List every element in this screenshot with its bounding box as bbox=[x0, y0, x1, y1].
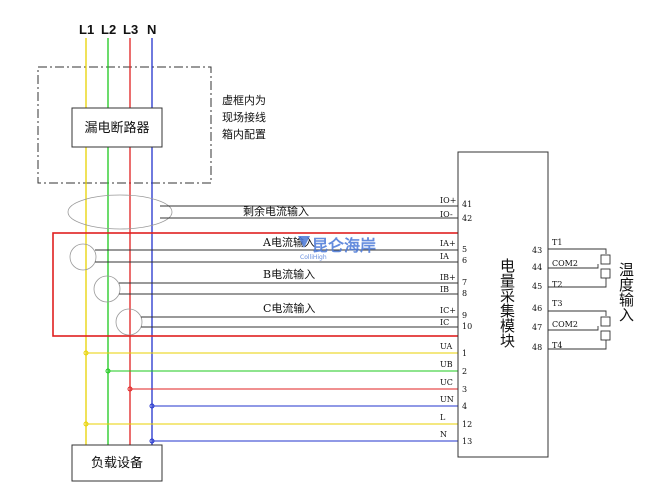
terminal-pin: 13 bbox=[462, 437, 472, 446]
terminal-name: UA bbox=[440, 342, 452, 351]
terminal-pin: 47 bbox=[532, 323, 542, 332]
watermark-logo-icon bbox=[298, 236, 310, 248]
junction-ua bbox=[83, 350, 89, 356]
terminal-name: UB bbox=[440, 360, 453, 369]
phase-label-l3: L3 bbox=[123, 22, 138, 37]
watermark-subtext: ColliHigh bbox=[300, 254, 327, 261]
terminal-pin: 3 bbox=[462, 385, 467, 394]
ct-a-circle bbox=[69, 243, 97, 271]
ct-b-circle bbox=[93, 275, 121, 303]
temperature-wiring bbox=[548, 248, 611, 350]
junction-power-n bbox=[149, 438, 155, 444]
terminal-pin: 44 bbox=[532, 263, 542, 272]
terminal-name: IA bbox=[440, 252, 449, 261]
wire-t3 bbox=[548, 310, 607, 316]
ct-c-circle bbox=[115, 308, 143, 336]
terminal-name: UC bbox=[440, 378, 453, 387]
current-input-b-label: B电流输入 bbox=[263, 267, 315, 281]
terminal-pin: 42 bbox=[462, 214, 472, 223]
terminal-pin: 41 bbox=[462, 200, 472, 209]
terminal-name: IB+ bbox=[440, 273, 456, 282]
temp-sensor-4-icon bbox=[600, 330, 611, 341]
terminal-pin: 46 bbox=[532, 304, 542, 313]
right-terminal-labels: 43 T1 44 COM2 45 T2 46 T3 47 COM2 48 T4 bbox=[532, 238, 578, 352]
wire-t2 bbox=[548, 278, 607, 288]
temperature-input-label: 温度输入 bbox=[617, 262, 635, 322]
terminal-pin: 45 bbox=[532, 282, 542, 291]
temp-sensor-1-icon bbox=[600, 254, 611, 265]
terminal-pin: 48 bbox=[532, 343, 542, 352]
breaker-box bbox=[71, 107, 163, 148]
wire-t4 bbox=[548, 340, 607, 350]
terminal-pin: 6 bbox=[462, 256, 467, 265]
collector-module-box bbox=[457, 151, 549, 458]
terminal-name: T3 bbox=[552, 299, 562, 308]
junction-un bbox=[149, 403, 155, 409]
terminal-name: IA+ bbox=[440, 239, 456, 248]
terminal-pin: 8 bbox=[462, 289, 467, 298]
terminal-name: COM2 bbox=[552, 259, 578, 268]
terminal-pin: 43 bbox=[532, 246, 542, 255]
terminal-pin: 10 bbox=[462, 322, 472, 331]
residual-ct-ellipse bbox=[67, 194, 173, 230]
module-label: 电量采集模块 bbox=[498, 258, 516, 348]
terminal-name: N bbox=[440, 430, 447, 439]
terminal-name: IB bbox=[440, 285, 449, 294]
terminal-pin: 5 bbox=[462, 245, 467, 254]
wire-t1 bbox=[548, 248, 607, 254]
phase-label-l1: L1 bbox=[79, 22, 94, 37]
junction-ub bbox=[105, 368, 111, 374]
terminal-pin: 7 bbox=[462, 278, 467, 287]
terminal-name: IO- bbox=[440, 210, 453, 219]
terminal-pin: 9 bbox=[462, 311, 467, 320]
terminal-pin: 12 bbox=[462, 420, 472, 429]
temp-sensor-2-icon bbox=[600, 268, 611, 279]
temp-sensor-3-icon bbox=[600, 316, 611, 327]
watermark: 昆仑海岸 ColliHigh bbox=[298, 236, 376, 261]
terminal-pin: 2 bbox=[462, 367, 467, 376]
watermark-text: 昆仑海岸 bbox=[312, 236, 376, 255]
terminal-name: UN bbox=[440, 395, 454, 404]
terminal-name: T2 bbox=[552, 280, 562, 289]
note-line-2: 现场接线 bbox=[222, 110, 266, 124]
terminal-pin: 4 bbox=[462, 402, 467, 411]
load-box bbox=[71, 444, 163, 482]
terminal-name: T4 bbox=[552, 341, 562, 350]
phase-label-n: N bbox=[147, 22, 156, 37]
note-line-3: 箱内配置 bbox=[222, 127, 266, 141]
terminal-name: L bbox=[440, 413, 446, 422]
field-box-dashed-outline bbox=[37, 66, 212, 184]
terminal-name: IO+ bbox=[440, 196, 456, 205]
current-input-c-label: C电流输入 bbox=[263, 301, 315, 315]
left-terminal-labels: IO+ 41 IO- 42 IA+ 5 IA 6 IB+ 7 IB 8 IC+ … bbox=[440, 196, 472, 446]
terminal-name: IC+ bbox=[440, 306, 456, 315]
note-line-1: 虚框内为 bbox=[222, 93, 266, 107]
breaker-label: 漏电断路器 bbox=[84, 120, 149, 136]
load-label: 负载设备 bbox=[91, 455, 143, 471]
terminal-pin: 1 bbox=[462, 349, 467, 358]
terminal-name: IC bbox=[440, 318, 449, 327]
wire-com2-b bbox=[548, 326, 599, 331]
junction-power-l bbox=[83, 421, 89, 427]
wire-com2-a bbox=[548, 264, 599, 269]
terminal-name: COM2 bbox=[552, 320, 578, 329]
residual-label: 剩余电流输入 bbox=[243, 204, 309, 218]
junction-uc bbox=[127, 386, 133, 392]
phase-label-l2: L2 bbox=[101, 22, 116, 37]
terminal-name: T1 bbox=[552, 238, 562, 247]
